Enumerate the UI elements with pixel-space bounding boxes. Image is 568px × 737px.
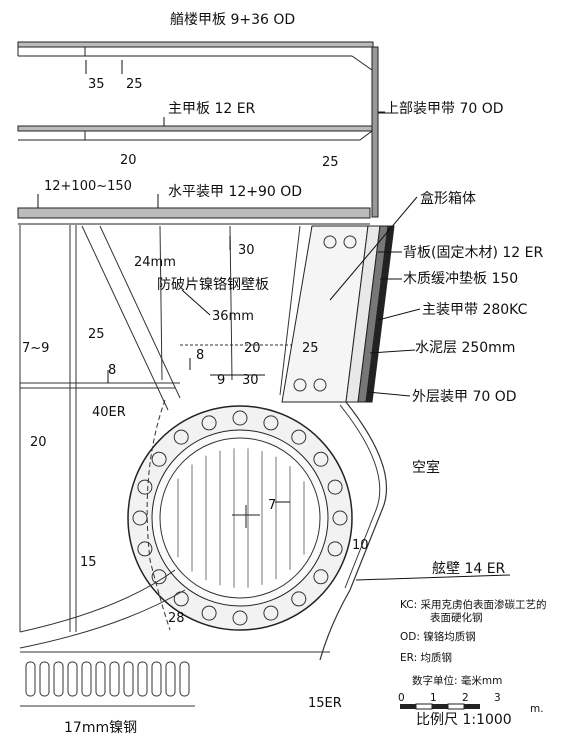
lightening-hole bbox=[137, 479, 153, 495]
legend-od: OD: 镍铬均质钢 bbox=[400, 630, 476, 643]
hull-side-label: 舷壁 14 ER bbox=[432, 561, 506, 577]
scale-label: 比例尺 1:1000 bbox=[416, 712, 512, 728]
leader-lines bbox=[181, 112, 511, 581]
lightening-hole bbox=[137, 541, 153, 557]
outer-belt-label: 外层装甲 70 OD bbox=[412, 389, 517, 405]
bottom-slot bbox=[53, 661, 64, 697]
belt-layers bbox=[345, 225, 395, 403]
lightening-hole bbox=[291, 591, 307, 607]
unit-label: 数字单位: 毫米mm bbox=[412, 674, 502, 687]
bottom-structure bbox=[19, 569, 330, 707]
lightening-hole bbox=[313, 569, 329, 585]
dim-combo: 12+100~150 bbox=[44, 179, 132, 194]
cement-layer-label: 水泥层 250mm bbox=[415, 340, 515, 356]
dim-36mm: 36mm bbox=[212, 309, 254, 324]
scale-tick-2: 2 bbox=[462, 692, 469, 704]
lightening-hole bbox=[263, 415, 279, 431]
bottom-slot bbox=[179, 661, 190, 697]
lightening-hole bbox=[151, 569, 167, 585]
dim-28: 28 bbox=[168, 611, 185, 626]
center-cross bbox=[232, 505, 260, 528]
dim-40er: 40ER bbox=[92, 405, 126, 420]
horizontal-armor-deck bbox=[17, 207, 371, 225]
lightening-hole bbox=[151, 451, 167, 467]
lightening-hole bbox=[327, 541, 343, 557]
main-belt-label: 主装甲带 280KC bbox=[422, 302, 528, 318]
bottom-slot bbox=[81, 661, 92, 697]
dim-25-top: 25 bbox=[126, 77, 143, 92]
hull-outer bbox=[319, 401, 388, 661]
lightening-hole bbox=[232, 610, 248, 626]
bottom-slot bbox=[25, 661, 36, 697]
main-deck bbox=[17, 125, 374, 141]
bottom-slot bbox=[109, 661, 120, 697]
dim-24mm: 24mm bbox=[134, 255, 176, 270]
splinter-bulkhead-label: 防破片镍铬钢壁板 bbox=[157, 277, 269, 293]
dim-7: 7 bbox=[268, 498, 276, 513]
legend-er: ER: 均质钢 bbox=[400, 651, 452, 664]
lightening-hole bbox=[201, 605, 217, 621]
inner-frame bbox=[19, 225, 360, 632]
dim-7-9: 7~9 bbox=[22, 341, 49, 356]
lightening-hole bbox=[327, 479, 343, 495]
upper-belt-wall bbox=[371, 46, 385, 218]
horizontal-armor-label: 水平装甲 12+90 OD bbox=[168, 184, 302, 200]
lightening-hole bbox=[201, 415, 217, 431]
lightening-hole bbox=[291, 429, 307, 445]
bottom-slot bbox=[123, 661, 134, 697]
legend-kc-2: 表面硬化钢 bbox=[430, 611, 483, 624]
dim-35: 35 bbox=[88, 77, 105, 92]
lightening-hole bbox=[332, 510, 348, 526]
lightening-hole bbox=[263, 605, 279, 621]
lightening-hole bbox=[313, 451, 329, 467]
lightening-hole bbox=[173, 429, 189, 445]
curved-bulkhead bbox=[146, 399, 171, 631]
bottom-slot bbox=[151, 661, 162, 697]
forecastle-deck-label: 艏楼甲板 9+36 OD bbox=[170, 12, 295, 28]
bottom-slot bbox=[67, 661, 78, 697]
dim-20-main: 20 bbox=[120, 153, 137, 168]
scale-ticks: 0 1 2 3 bbox=[398, 692, 501, 704]
dim-25-left: 25 bbox=[88, 327, 105, 342]
dim-25-main: 25 bbox=[322, 155, 339, 170]
upper-belt-label: 上部装甲带 70 OD bbox=[385, 101, 504, 117]
bottom-slot bbox=[39, 661, 50, 697]
legend: KC: 采用克虏伯表面渗碳工艺的 表面硬化钢 OD: 镍铬均质钢 ER: 均质钢 bbox=[400, 598, 547, 664]
dim-30: 30 bbox=[238, 243, 255, 258]
dim-20-mid: 20 bbox=[244, 341, 261, 356]
bottom-slot bbox=[95, 661, 106, 697]
barbette-lightening-holes bbox=[132, 410, 348, 626]
double-bottom-slots bbox=[25, 661, 190, 697]
box-structure-label: 盒形箱体 bbox=[420, 190, 476, 207]
dim-9: 9 bbox=[217, 373, 225, 388]
wood-cushion-label: 木质缓冲垫板 150 bbox=[403, 271, 518, 287]
scale-tick-0: 0 bbox=[398, 692, 405, 704]
dim-15er: 15ER bbox=[308, 696, 342, 711]
scale-tick-3: 3 bbox=[494, 692, 501, 704]
barbette-radial-ribs bbox=[177, 448, 305, 588]
dimension-marks bbox=[37, 60, 290, 503]
dim-20-left: 20 bbox=[30, 435, 47, 450]
dim-30-low: 30 bbox=[242, 373, 259, 388]
unit-m-label: m. bbox=[530, 703, 544, 715]
lightening-hole bbox=[232, 410, 248, 426]
dim-25-mid: 25 bbox=[302, 341, 319, 356]
nickel-steel-label: 17mm镍钢 bbox=[64, 720, 137, 736]
lightening-hole bbox=[132, 510, 148, 526]
main-deck-label: 主甲板 12 ER bbox=[168, 101, 256, 117]
legend-kc: KC: 采用克虏伯表面渗碳工艺的 bbox=[400, 598, 547, 611]
dim-15: 15 bbox=[80, 555, 97, 570]
scale-bar bbox=[400, 703, 480, 710]
bottom-slot bbox=[137, 661, 148, 697]
dim-8-mid: 8 bbox=[196, 348, 204, 363]
scale-tick-1: 1 bbox=[430, 692, 437, 704]
dim-8-left: 8 bbox=[108, 363, 116, 378]
dim-10: 10 bbox=[352, 538, 369, 553]
turret-barbette bbox=[127, 405, 353, 631]
backing-plate-label: 背板(固定木材) 12 ER bbox=[403, 245, 543, 261]
void-label: 空室 bbox=[412, 459, 440, 476]
bottom-slot bbox=[165, 661, 176, 697]
